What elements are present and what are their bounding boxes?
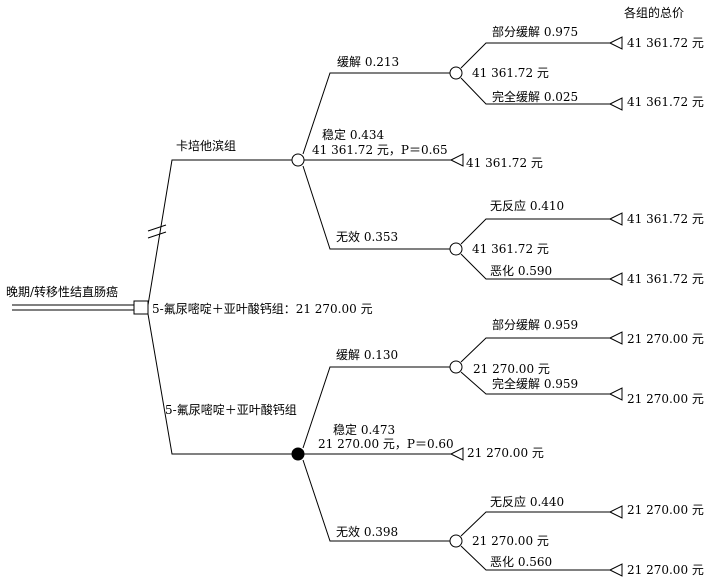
cap-stable-label: 稳定 0.434 xyxy=(322,127,385,142)
cap-remission-label: 缓解 0.213 xyxy=(337,55,399,69)
cap-remission-value: 41 361.72 元 xyxy=(472,66,549,80)
fu-remission-complete-label: 完全缓解 0.959 xyxy=(492,376,578,391)
fu-ineffective-value: 21 270.00 元 xyxy=(472,534,549,548)
cap-remission-line xyxy=(302,72,450,155)
fu-remission-complete-total: 21 270.00 元 xyxy=(627,392,704,406)
fu-stable-value: 21 270.00 元，P＝0.60 xyxy=(318,437,454,451)
fu-ineffective-worse-total: 21 270.00 元 xyxy=(627,563,704,577)
cap-stable-value: 41 361.72 元，P＝0.65 xyxy=(312,143,448,157)
cap-remission-partial-line xyxy=(460,42,610,69)
chance-node-capecitabine xyxy=(291,153,305,167)
cap-remission-complete-total: 41 361.72 元 xyxy=(627,95,704,109)
fu-stable-total: 21 270.00 元 xyxy=(467,446,544,460)
cap-remission-complete-label: 完全缓解 0.025 xyxy=(492,89,578,104)
fu-ineffective-line xyxy=(302,459,450,542)
cap-stable-total: 41 361.72 元 xyxy=(466,156,543,170)
cap-ineffective-noresponse-label: 无反应 0.410 xyxy=(490,198,564,213)
terminal-icon xyxy=(609,563,623,577)
chance-node-cap-remission xyxy=(449,66,463,80)
arm-capecitabine-line xyxy=(147,159,292,306)
root-label: 晚期/转移性结直肠癌 xyxy=(6,284,118,299)
cap-remission-complete-line xyxy=(460,77,610,105)
arm-capecitabine-label: 卡培他滨组 xyxy=(176,138,236,153)
cap-ineffective-value: 41 361.72 元 xyxy=(472,242,549,256)
fu-remission-partial-label: 部分缓解 0.959 xyxy=(492,317,578,332)
chance-node-fu[interactable] xyxy=(291,447,305,461)
cap-ineffective-worse-line xyxy=(460,253,610,280)
terminal-icon xyxy=(609,387,623,401)
decision-node xyxy=(133,300,149,315)
cap-ineffective-label: 无效 0.353 xyxy=(336,229,398,244)
cap-ineffective-line xyxy=(302,165,450,250)
cap-ineffective-worse-label: 恶化 0.590 xyxy=(490,264,552,278)
terminal-icon xyxy=(609,331,623,345)
fu-remission-partial-total: 21 270.00 元 xyxy=(627,332,704,346)
fu-remission-complete-line xyxy=(460,371,610,395)
fu-ineffective-label: 无效 0.398 xyxy=(336,524,398,539)
cap-ineffective-worse-total: 41 361.72 元 xyxy=(627,272,704,286)
cap-ineffective-noresponse-total: 41 361.72 元 xyxy=(627,212,704,226)
decision-value-label: 5-氟尿嘧啶＋亚叶酸钙组：21 270.00 元 xyxy=(152,301,373,316)
chance-node-fu-ineffective xyxy=(449,534,463,548)
terminal-icon xyxy=(609,212,623,226)
fu-ineffective-noresponse-total: 21 270.00 元 xyxy=(627,503,704,517)
terminal-icon xyxy=(609,97,623,111)
terminal-icon xyxy=(609,272,623,286)
terminal-icon xyxy=(450,447,464,461)
fu-ineffective-worse-label: 恶化 0.560 xyxy=(490,555,552,569)
fu-remission-line xyxy=(302,366,450,449)
fu-remission-value: 21 270.00 元 xyxy=(473,362,550,376)
chance-node-fu-remission xyxy=(449,360,463,374)
cap-remission-partial-label: 部分缓解 0.975 xyxy=(492,24,578,39)
arm-fu-label: 5-氟尿嘧啶＋亚叶酸钙组 xyxy=(165,402,297,417)
arm-pruned-mark-b xyxy=(147,231,167,239)
fu-ineffective-noresponse-label: 无反应 0.440 xyxy=(490,494,564,509)
fu-stable-label: 稳定 0.473 xyxy=(333,422,395,437)
fu-ineffective-worse-line xyxy=(460,545,610,571)
fu-ineffective-noresponse-line xyxy=(460,511,610,537)
fu-remission-partial-line xyxy=(460,337,610,363)
arm-fu-line xyxy=(147,313,292,455)
cap-ineffective-noresponse-line xyxy=(460,218,610,245)
terminal-icon xyxy=(609,36,623,50)
terminal-icon xyxy=(609,505,623,519)
total-cost-header: 各组的总价 xyxy=(624,5,684,20)
cap-remission-partial-total: 41 361.72 元 xyxy=(627,36,704,50)
chance-node-cap-ineffective xyxy=(449,242,463,256)
fu-remission-label: 缓解 0.130 xyxy=(336,348,398,362)
terminal-icon xyxy=(450,153,464,167)
arm-pruned-mark-a xyxy=(147,224,167,232)
